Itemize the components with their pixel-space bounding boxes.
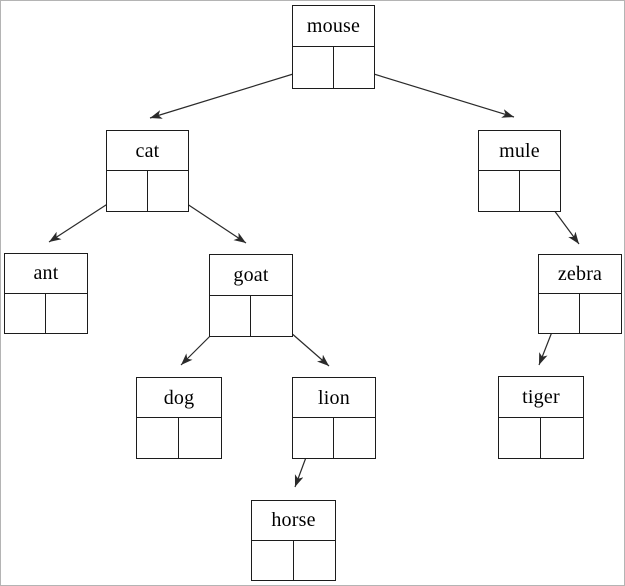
- node-label-horse: horse: [252, 501, 335, 541]
- node-label-zebra: zebra: [539, 255, 621, 294]
- right-pointer-cell-zebra: [580, 294, 621, 333]
- node-label-tiger: tiger: [499, 377, 583, 418]
- tree-node-mouse: mouse: [292, 5, 375, 89]
- tree-node-horse: horse: [251, 500, 336, 581]
- node-label-mouse: mouse: [293, 6, 374, 47]
- left-pointer-cell-zebra: [539, 294, 580, 333]
- right-pointer-cell-goat: [251, 296, 292, 337]
- tree-node-tiger: tiger: [498, 376, 584, 459]
- right-pointer-cell-ant: [46, 294, 87, 334]
- tree-node-lion: lion: [292, 377, 376, 459]
- right-pointer-cell-cat: [148, 171, 189, 211]
- left-pointer-cell-lion: [293, 418, 334, 458]
- left-pointer-cell-cat: [107, 171, 148, 211]
- tree-node-cat: cat: [106, 130, 189, 212]
- tree-node-zebra: zebra: [538, 254, 622, 334]
- edge-mouse-right-mule: [354, 67, 515, 118]
- tree-node-mule: mule: [478, 130, 561, 212]
- tree-node-goat: goat: [209, 254, 293, 337]
- node-label-ant: ant: [5, 254, 87, 294]
- left-pointer-cell-tiger: [499, 417, 541, 458]
- node-label-mule: mule: [479, 131, 560, 171]
- right-pointer-cell-horse: [294, 541, 336, 581]
- left-pointer-cell-horse: [252, 540, 294, 580]
- left-pointer-cell-ant: [5, 293, 46, 333]
- left-pointer-cell-mule: [479, 171, 520, 211]
- left-pointer-cell-mouse: [293, 47, 334, 88]
- right-pointer-cell-mule: [520, 171, 561, 211]
- edge-mouse-left-cat: [149, 67, 313, 119]
- tree-node-dog: dog: [136, 377, 222, 459]
- node-label-dog: dog: [137, 378, 221, 418]
- node-label-goat: goat: [210, 255, 292, 296]
- left-pointer-cell-dog: [137, 418, 179, 458]
- left-pointer-cell-goat: [210, 295, 251, 336]
- node-label-cat: cat: [107, 131, 188, 171]
- right-pointer-cell-mouse: [334, 47, 375, 88]
- right-pointer-cell-lion: [334, 418, 375, 458]
- right-pointer-cell-dog: [179, 418, 221, 458]
- tree-node-ant: ant: [4, 253, 88, 334]
- right-pointer-cell-tiger: [541, 418, 583, 459]
- node-label-lion: lion: [293, 378, 375, 418]
